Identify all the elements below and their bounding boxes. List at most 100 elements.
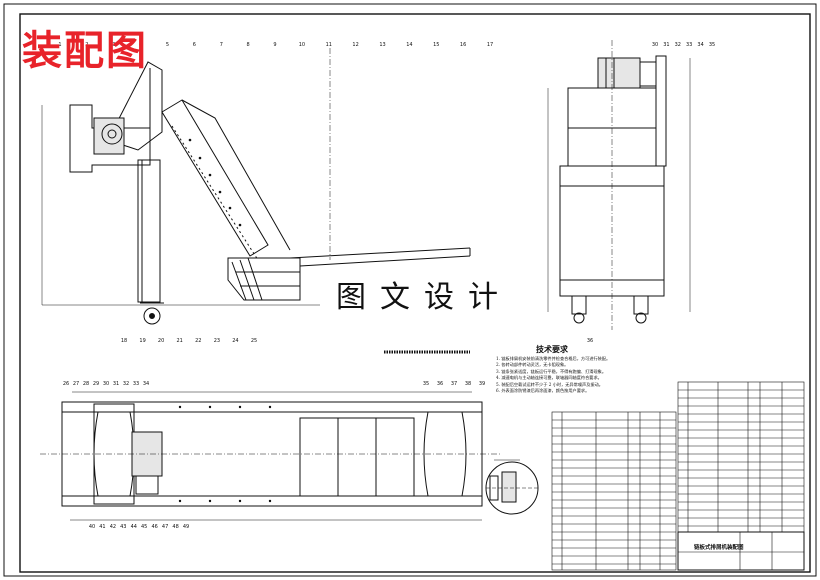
- balloon-number: 46: [152, 524, 158, 530]
- balloon-number: 2: [85, 42, 88, 48]
- bom-left-cols: [561, 412, 661, 570]
- balloon-number: 29: [93, 381, 99, 387]
- balloon-number: 20: [158, 338, 164, 344]
- end-foot-left: [571, 295, 587, 315]
- requirements-list: 1. 链板排屑机安装前清洗零件并检查合格后，方可进行装配。2. 各转动部件转动灵…: [496, 356, 692, 394]
- chain-line: [171, 125, 259, 261]
- horizontal-trough: [227, 257, 301, 301]
- tray-top: [289, 247, 471, 259]
- balloon-number: 32: [675, 42, 681, 48]
- balloon-number: 48: [172, 524, 178, 530]
- balloon-number: 27: [73, 381, 79, 387]
- balloon-number: 11: [326, 42, 332, 48]
- balloon-number: 9: [273, 42, 276, 48]
- balloon-number: 31: [663, 42, 669, 48]
- balloon-number: 26: [63, 381, 69, 387]
- watermark-text: 图文设计: [336, 280, 512, 315]
- balloon-number: 22: [195, 338, 201, 344]
- plan-tail-curve-l: [423, 411, 429, 497]
- balloon-number: 33: [686, 42, 692, 48]
- plan-rail-pins: [178, 405, 272, 503]
- cover-line: [181, 99, 291, 251]
- bom-right-rows: [678, 389, 804, 527]
- bom-right-block: [677, 381, 805, 533]
- balloon-number: 30: [103, 381, 109, 387]
- plan-gearbox: [135, 475, 159, 495]
- plan-chain-section: [299, 417, 415, 497]
- balloon-number: 28: [83, 381, 89, 387]
- incline-conveyor-upper: [161, 99, 269, 257]
- bom-right-cols: [687, 382, 783, 532]
- inner-frame: [19, 13, 811, 573]
- balloon-number: 47: [162, 524, 168, 530]
- balloon-number: 23: [214, 338, 220, 344]
- balloon-number: 1: [58, 42, 61, 48]
- balloon-number: 8: [247, 42, 250, 48]
- title-block: [677, 531, 805, 571]
- balloon-number: 7: [220, 42, 223, 48]
- detail-view: [485, 459, 539, 515]
- balloon-number: 31: [113, 381, 119, 387]
- balloon-number: 36: [437, 381, 443, 387]
- bom-left-rows: [552, 419, 676, 565]
- overlay-title: 装配图: [22, 27, 148, 74]
- balloon-number: 25: [251, 338, 257, 344]
- balloon-number: 16: [460, 42, 466, 48]
- bom-left-block: [551, 411, 677, 571]
- requirement-item: 2. 各转动部件转动灵活，无卡阻现象。: [496, 362, 569, 368]
- balloon-number: 34: [143, 381, 149, 387]
- balloon-number: 13: [379, 42, 385, 48]
- requirement-item: 5. 装配后空载试运转不少于 2 小时，无异常噪声及振动。: [496, 381, 603, 387]
- balloon-number: 43: [120, 524, 126, 530]
- balloon-number: 36: [587, 338, 593, 344]
- end-foot-right: [633, 295, 649, 315]
- balloon-number: 33: [133, 381, 139, 387]
- balloon-number: 3: [112, 42, 115, 48]
- caster-wheel: [143, 307, 161, 325]
- balloon-number: 5: [166, 42, 169, 48]
- balloon-number: 41: [99, 524, 105, 530]
- requirement-item: 6. 外表面涂防锈漆后再涂面漆，颜色按用户要求。: [496, 388, 590, 394]
- side-view: [41, 48, 471, 325]
- balloon-number: 35: [709, 42, 715, 48]
- balloon-number: 38: [465, 381, 471, 387]
- balloon-number: 45: [141, 524, 147, 530]
- balloon-number: 14: [406, 42, 412, 48]
- curve-ribs: [231, 257, 263, 301]
- balloon-number: 19: [139, 338, 145, 344]
- balloon-number: 17: [487, 42, 493, 48]
- balloon-number: 21: [177, 338, 183, 344]
- sprocket-hub: [107, 129, 117, 139]
- end-view: [547, 40, 691, 330]
- balloon-number: 18: [121, 338, 127, 344]
- requirements-title: 技术要求: [536, 344, 568, 354]
- balloon-number: 42: [110, 524, 116, 530]
- balloon-number: 39: [479, 381, 485, 387]
- requirement-item: 3. 链条张紧适度，链板运行平稳，不得有跑偏、打滑现象。: [496, 368, 607, 374]
- balloon-side-bottom: 18 19 20 21 22 23 24 25: [121, 338, 257, 344]
- end-caster-right: [635, 312, 647, 324]
- balloon-number: 4: [139, 42, 142, 48]
- detail-bearing: [501, 471, 517, 503]
- plan-view: [40, 391, 500, 521]
- plan-sprocket-curve-l: [93, 411, 99, 497]
- balloon-number: 24: [232, 338, 238, 344]
- end-motor: [597, 57, 641, 89]
- head-housing: [69, 104, 151, 173]
- balloon-end-bottom: 36: [587, 338, 593, 344]
- drive-arm: [107, 61, 163, 151]
- balloon-number: 12: [352, 42, 358, 48]
- tray-bottom: [299, 255, 471, 267]
- caster-axle: [149, 313, 155, 319]
- outer-frame: [3, 3, 817, 577]
- balloon-number: 49: [183, 524, 189, 530]
- balloon-number: 35: [423, 381, 429, 387]
- chain-pins: [188, 138, 242, 227]
- balloon-number: 30: [652, 42, 658, 48]
- end-caster-left: [573, 312, 585, 324]
- drive-sprocket: [101, 123, 123, 145]
